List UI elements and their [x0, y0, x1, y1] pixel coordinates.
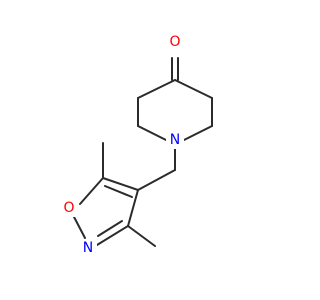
atom-n-piperidine-label: N	[170, 132, 180, 148]
bond-c4-c5-double-b	[104, 185, 133, 198]
bond-c4-c3	[137, 79, 176, 99]
atom-o-ring: O	[60, 199, 78, 217]
isoxazole-ring	[72, 142, 156, 247]
bond-c6-n	[183, 125, 213, 141]
bond-n-c3-double-b	[97, 220, 123, 237]
atom-n-ring-label: N	[83, 240, 93, 256]
atom-n-piperidine: N	[166, 131, 184, 149]
bond-o-n	[72, 214, 86, 239]
bond-ch2-c4-isoxazole	[137, 169, 176, 191]
atom-o-carbonyl: O	[166, 33, 184, 51]
bond-c4-c5-double-a	[102, 177, 139, 191]
atom-n-ring: N	[79, 239, 97, 257]
bond-c4-c5	[174, 79, 213, 99]
bond-n-c3-double-a	[96, 225, 129, 246]
atom-o-ring-label: O	[63, 200, 74, 216]
bond-c2-n	[137, 125, 167, 141]
atom-o-carbonyl-label: O	[169, 34, 180, 50]
bond-c4-c3	[127, 189, 139, 227]
bond-c3-methyl	[127, 225, 156, 247]
piperidinone-ring	[137, 57, 213, 141]
bond-c5-o	[79, 177, 104, 205]
methylene-linker	[137, 147, 176, 191]
molecule-diagram: O N O N	[60, 33, 213, 257]
